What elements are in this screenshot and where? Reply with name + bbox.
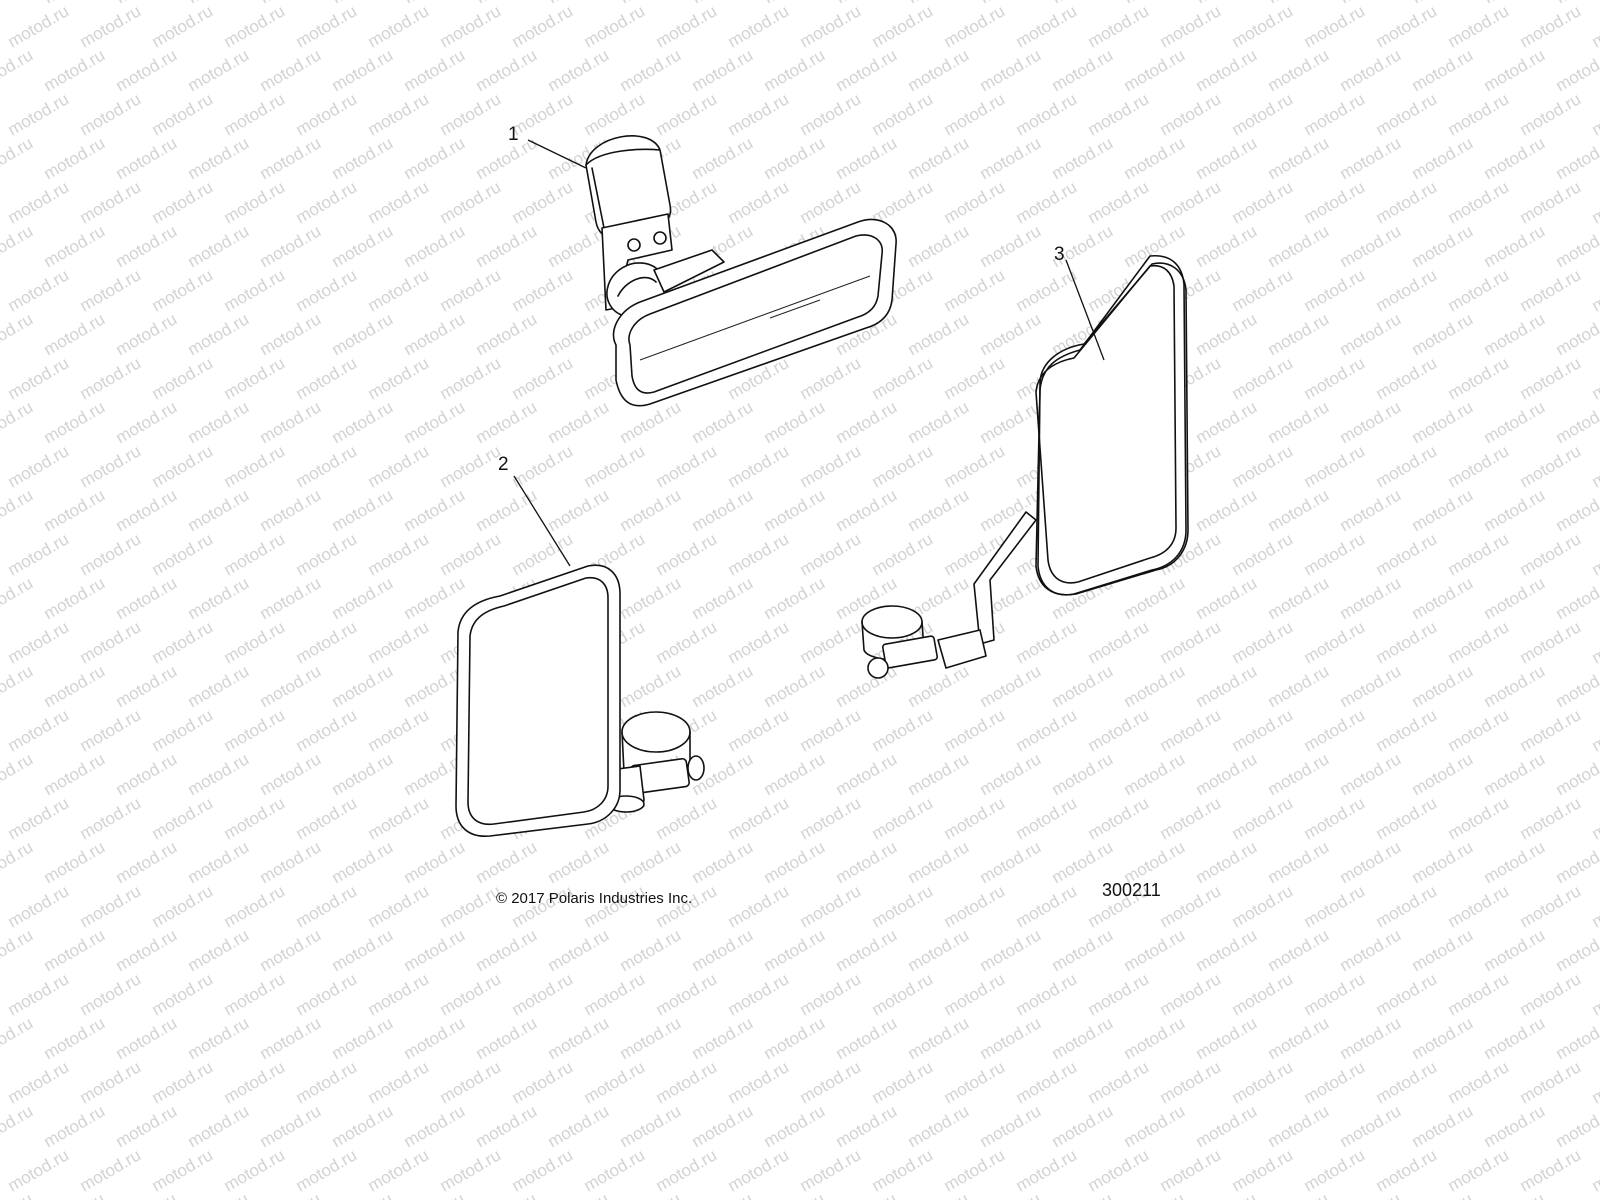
callout-1: 1	[508, 124, 587, 169]
drawing-number: 300211	[1102, 880, 1161, 900]
rear-view-mirror[interactable]	[585, 135, 897, 407]
callout-number-1: 1	[508, 124, 519, 145]
callout-number-2: 2	[498, 454, 509, 475]
callout-2: 2	[498, 454, 571, 567]
watermark-text: motod.ru	[0, 1189, 36, 1200]
copyright-notice: © 2017 Polaris Industries Inc.	[496, 890, 693, 907]
left-side-mirror[interactable]	[455, 564, 705, 837]
right-side-mirror[interactable]	[861, 255, 1189, 679]
callout-number-3: 3	[1054, 244, 1065, 265]
callout-3: 3	[1054, 244, 1105, 361]
